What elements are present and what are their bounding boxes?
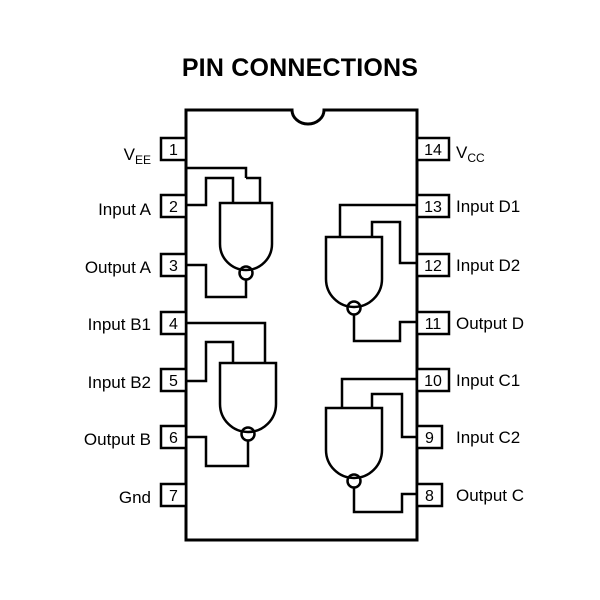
pin-box-3 <box>159 252 188 278</box>
pin-box-10 <box>415 367 451 393</box>
pin-box-1 <box>159 136 188 162</box>
pin-label: Gnd <box>119 488 151 507</box>
pin-number: 9 <box>425 430 434 447</box>
pin-label: Output A <box>85 258 152 277</box>
nand-gate-d <box>324 203 417 343</box>
pin-box-2 <box>159 193 188 219</box>
pin-label: Input C2 <box>456 428 520 447</box>
diagram-title: PIN CONNECTIONS <box>181 54 419 82</box>
pin-label: Input D2 <box>456 256 520 275</box>
pin-label: Input C1 <box>456 371 520 390</box>
pin-label: Output D <box>456 314 524 333</box>
pin-box-8 <box>415 482 444 508</box>
pin-label: Output B <box>84 430 151 449</box>
pin-label: Input B1 <box>88 315 151 334</box>
pin-box-13 <box>415 193 451 219</box>
pin-label: Input D1 <box>456 197 520 216</box>
pin-box-5 <box>159 367 188 393</box>
pin-box-14 <box>415 136 451 162</box>
pin-box-7 <box>159 482 188 508</box>
nand-gate-c <box>324 377 417 514</box>
ic-body <box>184 108 419 542</box>
pin-number: 10 <box>424 373 442 390</box>
pin-label-vee: VEE <box>124 145 151 167</box>
pin-number: 7 <box>169 488 178 505</box>
pin-box-6 <box>159 424 188 450</box>
pin-box-11 <box>415 310 451 336</box>
nand-gate-b <box>186 321 278 468</box>
nand-gate-a <box>186 166 274 299</box>
pin-number: 12 <box>424 258 442 275</box>
left-pin-boxes <box>159 136 188 508</box>
pin-label: Input A <box>98 200 152 219</box>
pin-number: 6 <box>169 430 178 447</box>
pin-box-4 <box>159 310 188 336</box>
pin-label: Input B2 <box>88 373 151 392</box>
pin-number: 4 <box>169 316 178 333</box>
pin-number: 1 <box>169 142 178 159</box>
pin-number: 13 <box>424 199 442 216</box>
right-pin-boxes <box>415 136 451 508</box>
pin-number: 14 <box>424 142 442 159</box>
pin-box-12 <box>415 252 451 278</box>
pin-number: 11 <box>425 316 442 333</box>
pin-number: 2 <box>169 199 178 216</box>
pin-label-vcc: VCC <box>456 143 485 165</box>
pin-number: 8 <box>425 488 434 505</box>
pin-number: 5 <box>169 373 178 390</box>
pin-number: 3 <box>169 258 178 275</box>
pin-box-9 <box>415 424 444 450</box>
pin-label: Output C <box>456 486 524 505</box>
